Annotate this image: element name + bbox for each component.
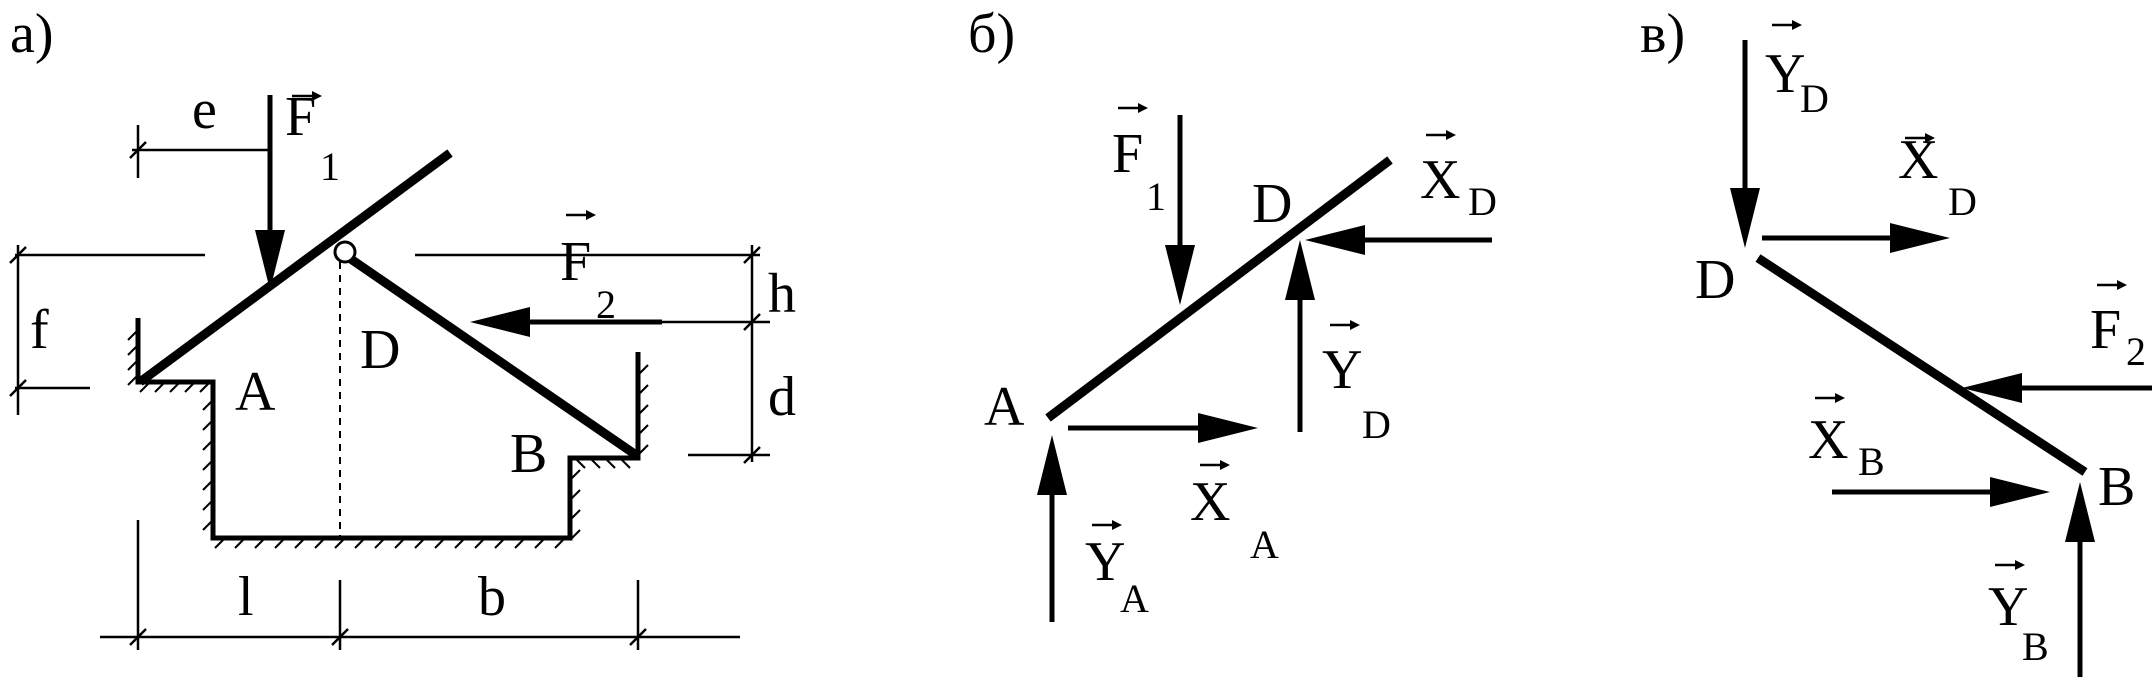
point-b-label-c: B bbox=[2098, 456, 2135, 518]
force-f2-arrowhead bbox=[470, 307, 530, 337]
beam-db-c bbox=[1755, 254, 2088, 476]
svg-text:B: B bbox=[1858, 439, 1885, 484]
force-f2-arrowhead-c bbox=[1962, 373, 2022, 403]
beam-ad bbox=[1045, 156, 1393, 422]
dim-l-tick-mid bbox=[331, 628, 349, 646]
force-xd-arrowhead-b bbox=[1305, 225, 1365, 255]
dim-f-tick-bottom bbox=[9, 379, 27, 397]
force-f2-label-c: F 2 bbox=[2090, 280, 2146, 374]
force-f1-label: F 1 bbox=[285, 86, 340, 189]
svg-text:A: A bbox=[1120, 576, 1149, 621]
svg-text:A: A bbox=[1250, 522, 1279, 567]
svg-text:D: D bbox=[1948, 179, 1977, 224]
force-yd-label-c: Y D bbox=[1765, 20, 1829, 121]
svg-text:X: X bbox=[1808, 409, 1848, 471]
dim-f-label: f bbox=[30, 299, 49, 361]
svg-text:Y: Y bbox=[1322, 339, 1362, 401]
svg-text:X: X bbox=[1420, 149, 1460, 211]
svg-text:Y: Y bbox=[1988, 576, 2028, 638]
point-a-label-b: A bbox=[984, 376, 1025, 438]
svg-text:D: D bbox=[1468, 179, 1497, 224]
dim-b-label: b bbox=[478, 566, 506, 628]
svg-text:B: B bbox=[2022, 624, 2049, 669]
point-d-label-b: D bbox=[1252, 173, 1292, 235]
svg-text:2: 2 bbox=[2126, 329, 2146, 374]
dim-f-tick-top bbox=[9, 246, 27, 264]
force-f2-label: F 2 bbox=[560, 210, 616, 327]
support-outline-a bbox=[135, 318, 641, 541]
force-f1-arrowhead bbox=[255, 230, 285, 290]
svg-text:2: 2 bbox=[596, 282, 616, 327]
svg-text:X: X bbox=[1190, 471, 1230, 533]
force-yd-arrowhead-b bbox=[1285, 240, 1315, 300]
svg-text:Y: Y bbox=[1085, 531, 1125, 593]
force-ya-arrowhead-b bbox=[1037, 435, 1067, 495]
force-f1-label-b: F 1 bbox=[1112, 103, 1166, 219]
panel-b: б) A D F 1 X D Y D bbox=[968, 3, 1497, 622]
panel-c-label: в) bbox=[1640, 3, 1685, 65]
hinge-d bbox=[333, 240, 357, 264]
svg-text:Y: Y bbox=[1765, 43, 1805, 105]
svg-text:D: D bbox=[1362, 402, 1391, 447]
force-yb-label-c: Y B bbox=[1988, 560, 2049, 669]
dim-d-tick-bottom bbox=[743, 446, 761, 464]
svg-text:1: 1 bbox=[1146, 174, 1166, 219]
point-d-label-c: D bbox=[1695, 249, 1735, 311]
dim-d-label: d bbox=[768, 366, 796, 428]
panel-c: в) D B Y D X D F 2 bbox=[1640, 3, 2152, 677]
force-xa-label-b: X A bbox=[1190, 460, 1279, 567]
force-yd-label-b: Y D bbox=[1322, 320, 1391, 447]
force-yb-arrowhead-c bbox=[2065, 482, 2095, 542]
dim-h-label: h bbox=[768, 263, 796, 325]
force-xd-arrowhead-c bbox=[1890, 223, 1950, 253]
point-a-label: A bbox=[235, 361, 276, 423]
panel-a: а) bbox=[9, 3, 796, 650]
svg-text:F: F bbox=[560, 231, 591, 293]
point-b-label: B bbox=[510, 423, 547, 485]
force-yd-arrowhead-c bbox=[1730, 188, 1760, 248]
panel-a-label: а) bbox=[10, 3, 54, 65]
force-xb-arrowhead-c bbox=[1990, 477, 2050, 507]
beam-db bbox=[342, 251, 639, 459]
dim-b-tick-right bbox=[629, 628, 647, 646]
force-xd-label-b: X D bbox=[1420, 130, 1497, 224]
force-xb-label-c: X B bbox=[1808, 393, 1885, 484]
svg-text:F: F bbox=[2090, 299, 2121, 361]
beam-ad-extended bbox=[137, 149, 453, 386]
force-xd-label-c: X D bbox=[1898, 129, 1977, 224]
force-f1-arrowhead-b bbox=[1165, 245, 1195, 305]
dim-e-tick-left bbox=[129, 141, 147, 159]
dim-e-label: e bbox=[192, 79, 217, 141]
svg-text:F: F bbox=[1112, 123, 1143, 185]
support-hatching bbox=[127, 329, 649, 549]
dim-l-label: l bbox=[238, 566, 254, 628]
dim-l-tick-left bbox=[129, 628, 147, 646]
force-xa-arrowhead-b bbox=[1198, 413, 1258, 443]
svg-text:D: D bbox=[1800, 76, 1829, 121]
point-d-label: D bbox=[360, 319, 400, 381]
svg-text:1: 1 bbox=[320, 144, 340, 189]
dim-h-tick-top bbox=[743, 246, 761, 264]
dim-h-tick-mid bbox=[743, 313, 761, 331]
force-ya-label-b: Y A bbox=[1085, 520, 1149, 621]
panel-b-label: б) bbox=[968, 3, 1015, 65]
